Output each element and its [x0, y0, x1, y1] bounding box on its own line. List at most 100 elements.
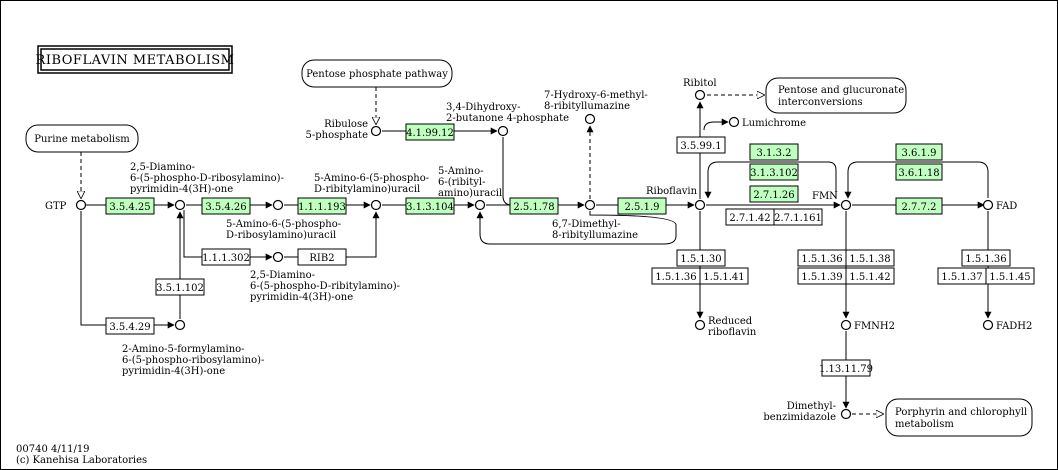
label-lumichrome: Lumichrome [742, 118, 806, 129]
compound-labels: GTP 2,5-Diamino- 6-(5-phospho-D-ribosyla… [45, 78, 1032, 423]
compound-dimethylbenzimidazole[interactable] [840, 408, 852, 420]
enzyme-label: 1.5.1.36 [655, 272, 696, 283]
edge-butanone-to-main [502, 137, 513, 206]
enzyme-label: 3.1.3.102 [750, 168, 798, 179]
compound-dihydroxy-butanone[interactable] [497, 125, 509, 137]
label-fad: FAD [996, 201, 1017, 212]
map-label-porphyrin-1: Porphyrin and chlorophyll [895, 407, 1027, 418]
map-link-pentose-glucuronate[interactable]: Pentose and glucuronate interconversions [765, 77, 907, 114]
enzyme-e11[interactable]: 3.5.4.29 [105, 317, 155, 335]
enzyme-e3[interactable]: 1.1.1.193 [297, 197, 347, 215]
enzyme-e23[interactable]: 1.5.1.41 [699, 267, 749, 285]
compound-ribulose-5p[interactable] [370, 125, 382, 137]
label-riboflavin: Riboflavin [646, 186, 698, 197]
pathway-title: RIBOFLAVIN METABOLISM [36, 53, 235, 68]
label-formylamino-3: pyrimidin-4(3H)-one [122, 366, 225, 377]
enzyme-label: 1.13.11.79 [819, 364, 873, 375]
compound-diamino-ribosylamino[interactable] [174, 199, 186, 211]
enzyme-e7[interactable]: 4.1.99.12 [405, 123, 455, 141]
enzyme-e12[interactable]: 3.5.99.1 [676, 136, 726, 154]
enzyme-e4[interactable]: 3.1.3.104 [405, 197, 455, 215]
enzyme-e2[interactable]: 3.5.4.26 [201, 197, 251, 215]
enzyme-label: 1.5.1.30 [680, 254, 721, 265]
enzyme-e26[interactable]: 1.5.1.39 [797, 267, 847, 285]
compound-lumichrome[interactable] [728, 116, 740, 128]
map-label-purine: Purine metabolism [34, 134, 130, 145]
compound-fmnh2[interactable] [840, 319, 852, 331]
label-fmnh2: FMNH2 [854, 321, 895, 332]
enzyme-e14[interactable]: 3.1.3.102 [749, 163, 799, 181]
enzyme-label: 1.5.1.37 [941, 272, 982, 283]
enzyme-e6[interactable]: 2.5.1.9 [617, 197, 667, 215]
pathway-title-box: RIBOFLAVIN METABOLISM [36, 45, 235, 74]
enzyme-e21[interactable]: 1.5.1.30 [676, 249, 726, 267]
compound-reduced-riboflavin[interactable] [694, 319, 706, 331]
label-amino-ribityl-2: 6-(ribityl- [438, 177, 485, 188]
enzyme-e13[interactable]: 3.1.3.2 [749, 143, 799, 161]
compound-diamino-ribitylamino[interactable] [272, 251, 284, 263]
enzyme-label: 2.7.1.161 [774, 213, 822, 224]
compound-ribitol[interactable] [694, 89, 706, 101]
map-label-pentose-phosphate: Pentose phosphate pathway [306, 69, 448, 80]
edge-lumazine-loop [476, 211, 677, 245]
enzyme-label: 1.5.1.45 [989, 272, 1030, 283]
compound-fmn[interactable] [840, 199, 852, 211]
compound-amino-ribitylamino-uracil[interactable] [370, 199, 382, 211]
enzyme-e25[interactable]: 1.5.1.38 [845, 249, 895, 267]
map-link-pentose-phosphate[interactable]: Pentose phosphate pathway [301, 59, 453, 88]
enzyme-e9[interactable]: RIB2 [297, 248, 347, 266]
compound-fadh2[interactable] [982, 319, 994, 331]
label-dihydroxy-butanone-1: 3,4-Dihydroxy- [446, 102, 520, 113]
label-reduced-riboflavin-2: riboflavin [708, 327, 757, 338]
enzyme-label: 3.5.4.26 [205, 202, 246, 213]
compound-fad[interactable] [982, 199, 994, 211]
enzyme-label: 2.7.1.42 [729, 213, 770, 224]
enzyme-e29[interactable]: 1.5.1.37 [937, 267, 987, 285]
enzyme-label: 2.7.7.2 [902, 202, 937, 213]
enzyme-e22[interactable]: 1.5.1.36 [651, 267, 701, 285]
edge-fmn-to-riboflavin [704, 161, 837, 199]
enzyme-label: 3.5.99.1 [680, 141, 721, 152]
enzyme-label: RIB2 [309, 253, 334, 264]
enzyme-e15[interactable]: 2.7.1.26 [749, 185, 799, 203]
label-dimethylbenzimidazole-2: benzimidazole [763, 412, 836, 423]
compound-formylamino[interactable] [174, 319, 186, 331]
enzyme-label: 2.5.1.78 [513, 202, 554, 213]
label-formylamino-2: 6-(5-phospho-ribosylamino)- [122, 355, 264, 366]
enzyme-label: 1.5.1.36 [965, 254, 1006, 265]
enzyme-e24[interactable]: 1.5.1.36 [797, 249, 847, 267]
enzyme-e20[interactable]: 2.7.7.2 [895, 197, 943, 215]
enzyme-label: 3.6.1.18 [898, 168, 939, 179]
enzyme-label: 1.5.1.36 [801, 254, 842, 265]
compound-gtp[interactable] [75, 199, 87, 211]
enzyme-label: 1.5.1.39 [801, 272, 842, 283]
compound-riboflavin[interactable] [694, 199, 706, 211]
enzyme-label: 3.1.3.2 [757, 148, 792, 159]
enzyme-label: 1.1.1.193 [298, 202, 346, 213]
label-formylamino-1: 2-Amino-5-formylamino- [122, 344, 245, 355]
label-ribitol: Ribitol [683, 78, 717, 89]
compound-hydroxy-lumazine[interactable] [584, 113, 596, 125]
map-link-purine[interactable]: Purine metabolism [25, 124, 139, 153]
enzyme-e10[interactable]: 3.5.1.102 [155, 278, 205, 296]
enzyme-e18[interactable]: 3.6.1.9 [895, 143, 943, 161]
enzyme-e27[interactable]: 1.5.1.42 [845, 267, 895, 285]
label-ribulose-1: Ribulose [324, 119, 368, 130]
label-hydroxy-lumazine-1: 7-Hydroxy-6-methyl- [544, 90, 648, 101]
enzyme-e1[interactable]: 3.5.4.25 [105, 197, 155, 215]
enzyme-e16[interactable]: 2.7.1.42 [725, 208, 775, 226]
compound-dimethyl-lumazine[interactable] [584, 199, 596, 211]
compound-amino-ribosylamino-uracil[interactable] [272, 199, 284, 211]
enzyme-e31[interactable]: 1.13.11.79 [819, 359, 873, 377]
label-gtp: GTP [45, 201, 67, 212]
enzyme-label: 3.5.4.29 [109, 322, 150, 333]
enzyme-e19[interactable]: 3.6.1.18 [895, 163, 943, 181]
enzyme-e30[interactable]: 1.5.1.45 [985, 267, 1035, 285]
enzyme-e8[interactable]: 1.1.1.302 [201, 248, 251, 266]
label-diamino-ribitylamino-1: 2,5-Diamino- [250, 270, 315, 281]
map-link-porphyrin[interactable]: Porphyrin and chlorophyll metabolism [885, 398, 1033, 437]
enzyme-e28[interactable]: 1.5.1.36 [961, 249, 1011, 267]
enzyme-e5[interactable]: 2.5.1.78 [509, 197, 559, 215]
enzyme-e17[interactable]: 2.7.1.161 [773, 208, 823, 226]
compound-amino-ribityl-amino-uracil[interactable] [474, 199, 486, 211]
